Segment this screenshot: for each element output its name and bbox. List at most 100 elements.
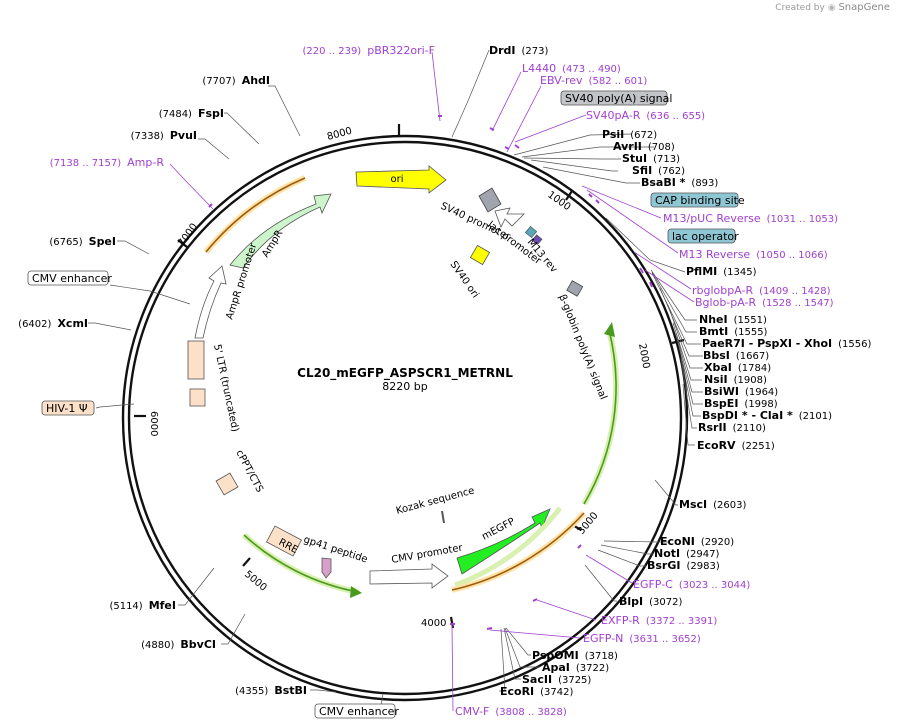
kozak-label: Kozak sequence: [395, 485, 476, 517]
enzyme-psii: PsiI(672): [602, 128, 657, 141]
primer-amp-r: (7138 .. 7157)Amp-R: [50, 156, 165, 169]
hiv-psi-box: [189, 388, 206, 407]
primer-leader-lines: [169, 51, 695, 712]
enzyme-bsiwi: BsiWI(1964): [704, 385, 778, 398]
tick-label: 2000: [636, 343, 651, 370]
enzyme-drdi: DrdI(273): [489, 44, 549, 57]
enzyme-labels-left: (4355)BstBI (4880)BbvCI (5114)MfeI (6402…: [18, 74, 307, 697]
gp41-peptide-marker: [321, 557, 332, 579]
primer-labels: (220 .. 239)pBR322ori-F L4440(473 .. 490…: [50, 44, 838, 718]
enzyme-bbvci: (4880)BbvCI: [141, 638, 216, 651]
enzyme-bbsi: BbsI(1667): [703, 349, 769, 362]
primer-ebv-rev: EBV-rev(582 .. 601): [540, 74, 647, 87]
beta-globin-arrowhead: [604, 322, 615, 337]
sv40-ori-label: SV40 ori: [448, 259, 481, 300]
backbone-inner-ring: [127, 140, 683, 696]
tick-label: 1000: [545, 189, 572, 213]
cmv-enhancer-bottom-box: [314, 703, 396, 719]
ltr-box: [187, 340, 205, 380]
hiv-psi-label-box: [41, 400, 95, 416]
ampr-arrow: [229, 193, 332, 269]
primer-bglob-pa-r: Bglob-pA-R(1528 .. 1547): [695, 296, 834, 309]
enzyme-bsrgi: BsrGI(2983): [647, 559, 720, 572]
enzyme-pspomi: PspOMI(3718): [532, 649, 618, 662]
enzyme-pvui: (7338)PvuI: [131, 129, 197, 142]
sv40-poly-a-box: [478, 187, 502, 213]
sv40-ori-box: [469, 244, 491, 266]
primer-cmv-f: CMV-F(3808 .. 3828): [455, 705, 567, 718]
rre-box: [265, 525, 303, 557]
primer-sv40pa-r: SV40pA-R(636 .. 655): [586, 109, 705, 122]
primer-egfp-n: EGFP-N(3631 .. 3652): [583, 632, 701, 645]
egfp-orange-core: [451, 512, 585, 591]
enzyme-stui: StuI(713): [622, 152, 680, 165]
enzyme-labels: DrdI(273) PsiI(672) AvrII(708) StuI(713)…: [489, 44, 872, 698]
ampr-orange-core: [205, 177, 306, 253]
snapgene-credit: Created by ◉ SnapGene: [775, 2, 890, 13]
primer-m13-reverse: M13 Reverse(1050 .. 1066): [679, 248, 828, 261]
tick-label: 6000: [148, 411, 159, 436]
enzyme-pflmi: PflMI(1345): [686, 265, 757, 278]
lac-operator-box: [531, 234, 543, 246]
megfp-arrow: [456, 508, 551, 575]
enzyme-sacii: SacII(3725): [522, 673, 591, 686]
cmv-enhancer-top-label: CMV enhancer: [32, 272, 112, 285]
lac-operator-label-box: [667, 228, 736, 244]
ori-label: ori: [390, 174, 403, 185]
enzyme-xcmi: (6402)XcmI: [18, 317, 88, 330]
cmv-enhancer-top-box: [27, 270, 109, 286]
cppt-label: cPPT/CTS: [233, 448, 265, 494]
beta-globin-polya-box: [566, 280, 584, 297]
plasmid-size: 8220 bp: [382, 380, 427, 393]
primer-m13-puc-reverse: M13/pUC Reverse(1031 .. 1053): [663, 212, 838, 225]
cmv-promoter-arrow: [369, 563, 449, 589]
sv40-polya-label-box: [560, 90, 668, 106]
primer-rbglobpa-r: rbglobpA-R(1409 .. 1428): [692, 284, 831, 297]
enzyme-ecorv: EcoRV(2251): [697, 439, 775, 452]
primer-markers: [208, 115, 653, 630]
ori-arrow: [355, 165, 447, 194]
enzyme-econi: EcoNI(2920): [660, 535, 734, 548]
primer-egfp-c: EGFP-C(3023 .. 3044): [633, 578, 750, 591]
cap-binding-label-box: [650, 192, 739, 208]
tick-5000: [242, 557, 251, 567]
tick-7000: [177, 239, 188, 248]
beta-globin-polya-label: β-globin poly(A) signal: [556, 293, 608, 401]
gp41-label: gp41 peptide: [302, 534, 369, 565]
ltr-label: 5' LTR (truncated): [211, 343, 240, 433]
enzyme-apai: ApaI(3722): [542, 661, 609, 674]
credit-brand: SnapGene: [838, 2, 890, 13]
tick-1000: [565, 190, 573, 201]
credit-prefix: Created by: [775, 3, 825, 13]
enzyme-noti: NotI(2947): [654, 547, 719, 560]
enzyme-mfei: (5114)MfeI: [109, 599, 176, 612]
enzyme-spei: (6765)SpeI: [49, 235, 116, 248]
primer-exfp-r: EXFP-R(3372 .. 3391): [601, 614, 717, 627]
enzyme-avrii: AvrII(708): [613, 140, 675, 153]
tick-label: 4000: [421, 618, 446, 629]
tick-4000: [449, 616, 455, 629]
cap-binding-box: [524, 225, 538, 239]
backbone-outer-ring: [121, 134, 689, 702]
enzyme-blpi: BlpI(3072): [619, 595, 682, 608]
sv40-promoter-arrow: [494, 207, 525, 228]
enzyme-bmti: BmtI(1555): [699, 325, 768, 338]
enzyme-nhei: NheI(1551): [699, 313, 767, 326]
enzyme-clai: BspDI * - ClaI *(2101): [702, 409, 832, 422]
kozak-marker: [441, 510, 445, 524]
enzyme-ecori: EcoRI(3742): [500, 685, 574, 698]
lac-operator-label: lac operator: [672, 230, 739, 243]
ampr-promoter-arrow: [194, 265, 227, 339]
enzyme-bspei: BspEI(1998): [704, 397, 778, 410]
enzyme-xhoi: PaeR7I - PspXI - XhoI(1556): [702, 337, 872, 350]
lower-left-green-core: [243, 534, 359, 593]
cppt-box: [215, 472, 239, 496]
megfp-green-arc: [454, 506, 562, 588]
primer-l4440: L4440(473 .. 490): [522, 62, 621, 75]
enzyme-leader-lines: [88, 49, 703, 712]
enzyme-sfii: SfiI(762): [632, 164, 685, 177]
primer-pbr322ori-f: (220 .. 239)pBR322ori-F: [303, 44, 435, 57]
enzyme-fspi: (7484)FspI: [159, 107, 224, 120]
enzyme-bstbi: (4355)BstBI: [235, 684, 307, 697]
